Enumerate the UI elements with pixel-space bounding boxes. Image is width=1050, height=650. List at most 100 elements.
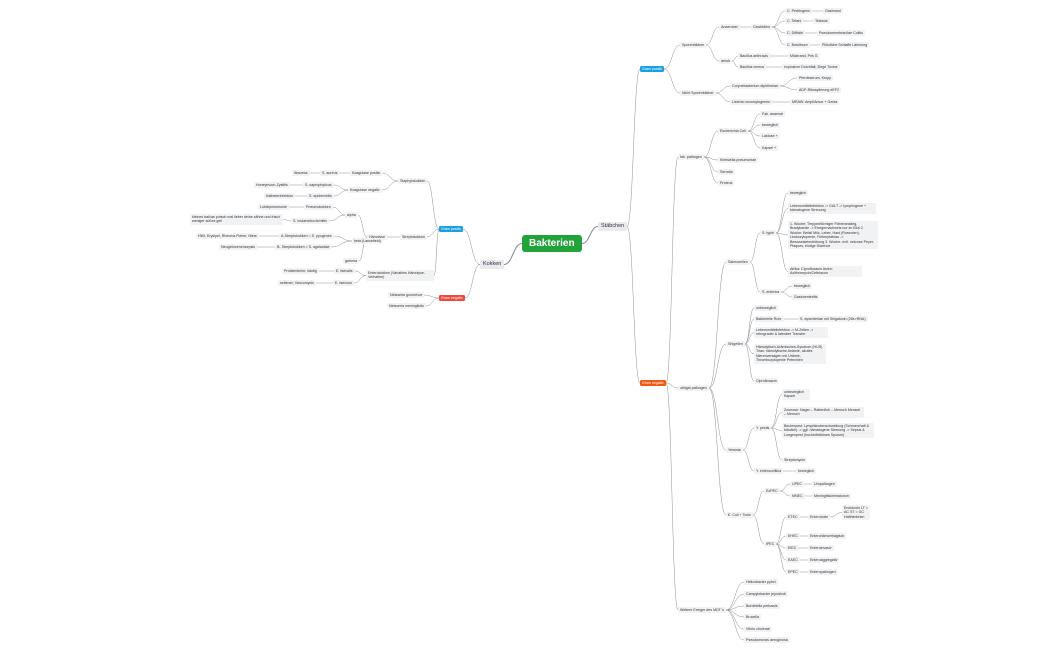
- node-botulinum-text[interactable]: Plötzliche Schlaffe Lähmung: [820, 42, 870, 49]
- node-b-anthracis[interactable]: Bacillus anthracis: [738, 53, 770, 60]
- node-gamma[interactable]: gamma: [343, 258, 359, 265]
- node-milzbrand[interactable]: Milzbrand, Pek G: [788, 53, 820, 60]
- node-koagulase-positiv[interactable]: Koagulase positiv: [350, 170, 383, 177]
- node-helicobacter[interactable]: Helicobacter pylori: [744, 579, 778, 586]
- node-sporenbildner[interactable]: Sporenbildner: [680, 42, 707, 49]
- node-enterica-beweglich[interactable]: beweglich: [792, 283, 812, 290]
- node-neugeborenensepsis[interactable]: Neugeborenensepsis: [219, 244, 257, 251]
- node-zoonose[interactable]: Zoonose: Nager – Rattenfloh – Mensch Men…: [782, 407, 864, 418]
- node-shigatoxin[interactable]: S. dysenteriae mit Shigatoxin (28s rRNA): [798, 316, 868, 323]
- node-c-difficile[interactable]: C. Difficile: [785, 30, 806, 37]
- node-e-faecium[interactable]: E. faecium: [333, 280, 354, 287]
- node-mnec[interactable]: MNEC: [790, 493, 805, 500]
- node-karies[interactable]: kleines bak/as putsch mal lieber deine z…: [190, 214, 283, 225]
- node-alpha[interactable]: alpha: [345, 212, 358, 219]
- node-k-gram-positiv[interactable]: Gram positiv: [439, 226, 464, 233]
- node-meningitis[interactable]: Meningitiskeimaturum: [812, 493, 851, 500]
- node-b-cereus[interactable]: Bacillus cereus: [738, 64, 767, 71]
- node-eaec[interactable]: EAEC: [786, 557, 800, 564]
- node-typhi-wochen[interactable]: 1. Woche: Treppenförmiger Fieberanstieg,…: [788, 221, 878, 250]
- node-bordetella[interactable]: Bordetella pertussis: [744, 603, 780, 610]
- node-seltener[interactable]: seltener; Vancomycin: [278, 280, 317, 287]
- node-brucella[interactable]: Brucella: [744, 614, 761, 621]
- node-s-enterica[interactable]: S. enterica: [760, 289, 782, 296]
- node-gastroenteritis[interactable]: Gastroenteritis: [792, 294, 820, 301]
- node-epec[interactable]: EPEC: [786, 569, 800, 576]
- node-pseudomonas[interactable]: Pseudomonas aeruginosa: [744, 637, 790, 644]
- node-streptomycin[interactable]: Streptomycin: [782, 457, 807, 464]
- node-streptokokken[interactable]: Streptokokken: [400, 234, 427, 241]
- node-s-mutans[interactable]: S. mutans/bovis/mitis: [291, 218, 329, 225]
- node-obligat-pathogen[interactable]: obligat pathogen: [678, 385, 709, 392]
- node-fak-anaerob[interactable]: Fak. anaerob: [760, 111, 786, 118]
- node-hwi[interactable]: HWI, Erysipel, Rheuma Fieber, Niere: [196, 233, 259, 240]
- node-shig-unbeweglich[interactable]: unbeweglich: [754, 305, 778, 312]
- node-campylobacter[interactable]: Campylobacter jejuni/coli: [744, 591, 788, 598]
- node-s-gram-positiv[interactable]: Gram positiv: [640, 66, 665, 73]
- node-abszess[interactable]: Abszess: [292, 170, 310, 177]
- node-pferdeserum[interactable]: Pferdeserum, Krupp: [797, 75, 834, 82]
- node-typhi-afrika[interactable]: Afrika: Ciprofloxacin Asien: Azithromyci…: [788, 266, 862, 277]
- node-eaec-text[interactable]: Enteroaggregativ: [808, 557, 840, 564]
- node-enterotoxin[interactable]: Enterotoxin: [808, 514, 831, 521]
- node-uropathogen[interactable]: Uropathogen: [812, 481, 837, 488]
- node-pseudomembranoese[interactable]: Pseudomembranöse Colitis: [817, 30, 865, 37]
- node-vibrio[interactable]: Vibrio cholerae: [744, 626, 772, 633]
- node-staebchen[interactable]: Stäbchen: [598, 222, 628, 231]
- node-problemkeim[interactable]: Problemkeim; häufig: [282, 268, 319, 275]
- node-y-enterocolitica[interactable]: Y. enterocolitica: [754, 468, 784, 475]
- node-endotoxin[interactable]: Endotoxin LT = AC ST = GC Hafthimbrien: [842, 505, 870, 521]
- node-upec[interactable]: UPEC: [790, 481, 804, 488]
- node-weitere-erreger[interactable]: Weitere Erreger des MDT´s: [678, 607, 726, 614]
- node-hus[interactable]: Hämolytisch-Urämisches-Syndrom (HUS) Tri…: [754, 344, 826, 364]
- node-laktose[interactable]: Laktose +: [760, 133, 780, 140]
- node-s-aureus[interactable]: S. aureus: [320, 170, 340, 177]
- node-salmonellen[interactable]: Salmonellen: [726, 259, 750, 266]
- node-shig-lebensmittel[interactable]: Lebensmittelinfektion -> M-Zellen -> ret…: [754, 327, 828, 338]
- node-c-botulinum[interactable]: C. Botulinum: [785, 42, 810, 49]
- node-ehec-text[interactable]: Enterohämorrhagisch: [808, 533, 847, 540]
- node-serratia[interactable]: Serratia: [718, 169, 735, 176]
- node-gasbrand[interactable]: Gasbrand: [823, 8, 843, 15]
- node-etec[interactable]: ETEC: [786, 514, 800, 521]
- node-beweglich-ecoli[interactable]: beweglich: [760, 122, 780, 129]
- node-staphylokokken[interactable]: Staphylokokken: [398, 178, 428, 185]
- node-haemolyse[interactable]: Hämolyse: [367, 234, 387, 241]
- node-proteus[interactable]: Proteus: [718, 180, 735, 187]
- node-cereus-text[interactable]: explosiver Durchfall; Ziege Toxine: [782, 64, 840, 71]
- node-bakt-ruhr[interactable]: Bakterielle Ruhr: [754, 316, 784, 323]
- node-pneumokokken[interactable]: Pneumokokken: [304, 204, 333, 211]
- node-s-typhi[interactable]: S. typhi: [760, 230, 776, 237]
- node-anaerober[interactable]: Anaerober: [719, 24, 740, 31]
- node-listeria-therapie[interactable]: MRAW: Ampi/Amox + Genta: [790, 99, 840, 106]
- node-ipec[interactable]: IPEC: [764, 541, 777, 548]
- node-eiec[interactable]: EIEC: [786, 545, 799, 552]
- node-y-entero-beweglich[interactable]: beweglich: [796, 468, 816, 475]
- node-expec[interactable]: ExPEC: [764, 488, 780, 495]
- node-s-gram-negativ[interactable]: Gram negativ: [640, 380, 666, 387]
- node-nicht-sporenbildner[interactable]: Nicht Sporenbildner: [680, 90, 716, 97]
- node-c-tetani[interactable]: C. Tetani: [785, 18, 804, 25]
- node-epec-text[interactable]: Enteropathogen: [808, 569, 838, 576]
- node-adp-ribosylierung[interactable]: ADP-Ribosylierung eEF2: [797, 87, 841, 94]
- node-clostridien[interactable]: Clostridien: [751, 24, 772, 31]
- node-c-perfringens[interactable]: C. Perfringens: [785, 8, 812, 15]
- node-ehec[interactable]: EHEC: [786, 533, 800, 540]
- node-koagulase-negativ[interactable]: Koagulase negativ: [348, 187, 382, 194]
- node-shigellen[interactable]: Shigellen: [726, 341, 745, 348]
- node-kapsel-ecoli[interactable]: Kapsel +: [760, 145, 779, 152]
- node-e-faecalis[interactable]: E. faecalis: [334, 268, 355, 275]
- node-b-streptokokken[interactable]: B- Streptokokken = S. agalactiae: [275, 244, 332, 251]
- root-node[interactable]: Bakterien: [522, 235, 582, 252]
- node-lobaerpneumonie[interactable]: Lobärpneumonie: [258, 204, 289, 211]
- node-neisseria-meningitidis[interactable]: Neisseria meningitidis: [387, 303, 426, 310]
- node-klebsiella[interactable]: Klebsiella pneumoniae: [718, 157, 759, 164]
- node-typhi-lebensmittel[interactable]: Lebensmittelinfektion -> GALT -> lymphog…: [788, 203, 876, 214]
- node-s-saprophyticus[interactable]: S. saprophyticus: [303, 182, 334, 189]
- node-katheter[interactable]: Katheterinfektion: [264, 193, 295, 200]
- node-typhi-beweglich[interactable]: beweglich: [788, 190, 808, 197]
- node-s-epidermidis[interactable]: S. epidermidis: [307, 193, 334, 200]
- node-tetanus[interactable]: Tetanus: [813, 18, 830, 25]
- node-ecoli-toxin[interactable]: E. Coli + Toxin: [726, 512, 754, 519]
- node-aerob[interactable]: aerob: [719, 58, 733, 65]
